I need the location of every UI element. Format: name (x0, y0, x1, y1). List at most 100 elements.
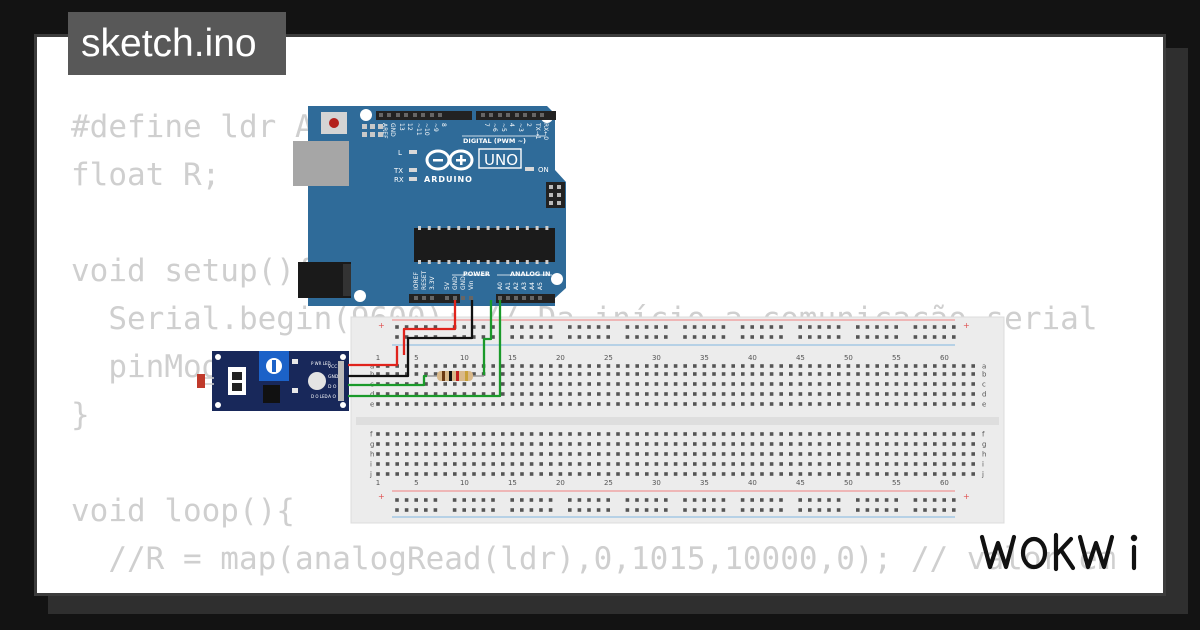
row-letter: g (370, 441, 374, 449)
pin-label: 13 (398, 123, 405, 131)
column-number: 45 (796, 479, 805, 487)
svg-text:+: + (378, 321, 385, 330)
pin-label: Vin (468, 280, 475, 290)
reset-icon (329, 118, 339, 128)
row-letter: i (370, 461, 372, 469)
column-number: 55 (892, 479, 901, 487)
project-title[interactable]: sketch.ino (68, 12, 286, 75)
row-letter: h (370, 451, 374, 459)
column-number: 50 (844, 354, 853, 362)
pin-label: A2 (513, 282, 520, 290)
analog-label: ANALOG IN (510, 270, 550, 278)
column-number: 50 (844, 479, 853, 487)
pin-label: RESET (421, 270, 428, 290)
row-letter: a (370, 363, 374, 371)
pin-label: 8 (440, 123, 447, 127)
row-letter: c (982, 381, 986, 389)
svg-text:+: + (963, 321, 970, 330)
column-number: 35 (700, 354, 709, 362)
pin-label: 4 (508, 123, 515, 127)
svg-text:+: + (963, 492, 970, 501)
power-jack (298, 262, 351, 298)
breadboard-labels: 1155101015152020252530303535404045455050… (369, 354, 987, 487)
column-number: 40 (748, 479, 757, 487)
row-letter: d (370, 391, 374, 399)
pin-label: A5 (537, 282, 544, 290)
row-letter: j (369, 471, 372, 479)
column-number: 5 (414, 479, 418, 487)
arduino-infinity-icon (425, 149, 474, 171)
led-tx-label: TX (393, 167, 403, 175)
digital-label: DIGITAL (PWM ~) (463, 137, 526, 145)
ldr-sensor-module[interactable]: P WR LED D O LED VCC GND D O A O (197, 351, 349, 411)
row-letter: f (982, 431, 985, 439)
wokwi-logo-text: WOKWi (976, 575, 980, 577)
resistor[interactable] (427, 371, 484, 381)
column-number: 10 (460, 479, 469, 487)
row-letter: h (982, 451, 986, 459)
column-number: 45 (796, 354, 805, 362)
code-line: #define ldr A0 (71, 109, 333, 145)
breadboard-holes (376, 325, 975, 512)
column-number: 15 (508, 479, 517, 487)
pin-label: ~6 (491, 123, 498, 132)
column-number: 20 (556, 354, 565, 362)
uno-label: UNO (484, 151, 518, 169)
svg-text:D O: D O (328, 384, 337, 390)
pin-label: A1 (505, 282, 512, 290)
ldr-icon (197, 374, 205, 388)
pin-label: 3.3V (429, 275, 436, 290)
pin-label: A0 (497, 282, 504, 290)
do-led-label: D O LED (311, 394, 328, 399)
svg-text:A O: A O (328, 394, 337, 400)
row-letter: i (982, 461, 984, 469)
column-number: 5 (414, 354, 418, 362)
power-label: POWER (463, 270, 490, 278)
row-letter: e (982, 401, 986, 409)
code-line: void loop(){ (71, 493, 295, 529)
pin-label: 7 (483, 123, 490, 127)
code-line: void setup(){ (71, 253, 314, 289)
pin-label: 12 (406, 123, 413, 131)
column-number: 20 (556, 479, 565, 487)
row-letter: b (370, 371, 375, 379)
usb-port (293, 141, 349, 186)
column-number: 25 (604, 354, 613, 362)
column-number: 40 (748, 354, 757, 362)
column-number: 10 (460, 354, 469, 362)
wokwi-logo: WOKWi (976, 532, 1138, 577)
pin-label: RX←0 (542, 123, 549, 140)
row-letter: j (981, 471, 984, 479)
pin-label: ~9 (432, 123, 439, 132)
column-number: 30 (652, 479, 661, 487)
pin-label: A4 (529, 282, 536, 290)
column-number: 1 (376, 479, 380, 487)
pin-label: ~10 (423, 123, 430, 136)
pin-label: A3 (521, 282, 528, 290)
pin-label: ~11 (415, 123, 422, 136)
svg-text:+: + (378, 492, 385, 501)
column-number: 60 (940, 479, 949, 487)
row-letter: d (982, 391, 986, 399)
column-number: 15 (508, 354, 517, 362)
pin-label: ~3 (517, 123, 524, 132)
pin-label: GND (389, 123, 396, 137)
led-l-label: L (398, 149, 402, 157)
row-letter: b (982, 371, 987, 379)
pin-label: TX→1 (534, 122, 541, 140)
svg-text:VCC: VCC (328, 364, 337, 370)
pin-label: IOREF (413, 272, 420, 290)
on-label: ON (538, 166, 549, 174)
code-line: R = map(analogRead(ldr),0,1023,100,0); (71, 583, 1116, 593)
code-line: } (71, 397, 90, 433)
breadboard: 1155101015152020252530303535404045455050… (350, 316, 1005, 524)
svg-text:GND: GND (328, 374, 339, 380)
row-letter: e (370, 401, 374, 409)
column-number: 1 (376, 354, 380, 362)
pin-label: AREF (381, 123, 388, 139)
pwr-led-label: P WR LED (311, 361, 331, 366)
